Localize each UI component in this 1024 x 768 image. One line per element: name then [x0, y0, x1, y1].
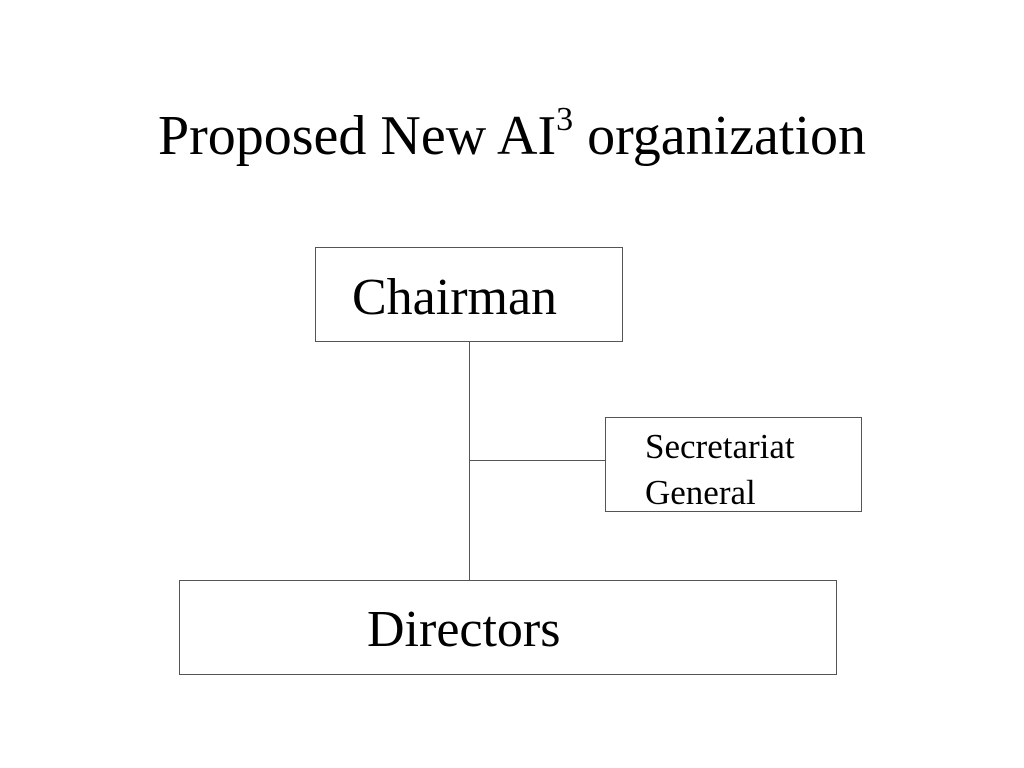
- directors-box: Directors: [179, 580, 837, 675]
- title-text-suffix: organization: [573, 105, 867, 167]
- title-text: Proposed New AI: [157, 105, 557, 167]
- secretariat-general-label: Secretariat General: [645, 424, 795, 516]
- slide-title: Proposed New AI3 organization: [0, 100, 1024, 172]
- chairman-box: Chairman: [315, 247, 623, 342]
- directors-label: Directors: [367, 601, 561, 658]
- secretariat-label-line2: General: [645, 473, 756, 512]
- connector-chairman-directors: [469, 342, 470, 580]
- title-superscript: 3: [556, 101, 574, 139]
- secretariat-label-line1: Secretariat: [645, 427, 795, 466]
- connector-secretariat: [469, 460, 605, 461]
- secretariat-general-box: Secretariat General: [605, 417, 862, 512]
- chairman-label: Chairman: [352, 269, 558, 326]
